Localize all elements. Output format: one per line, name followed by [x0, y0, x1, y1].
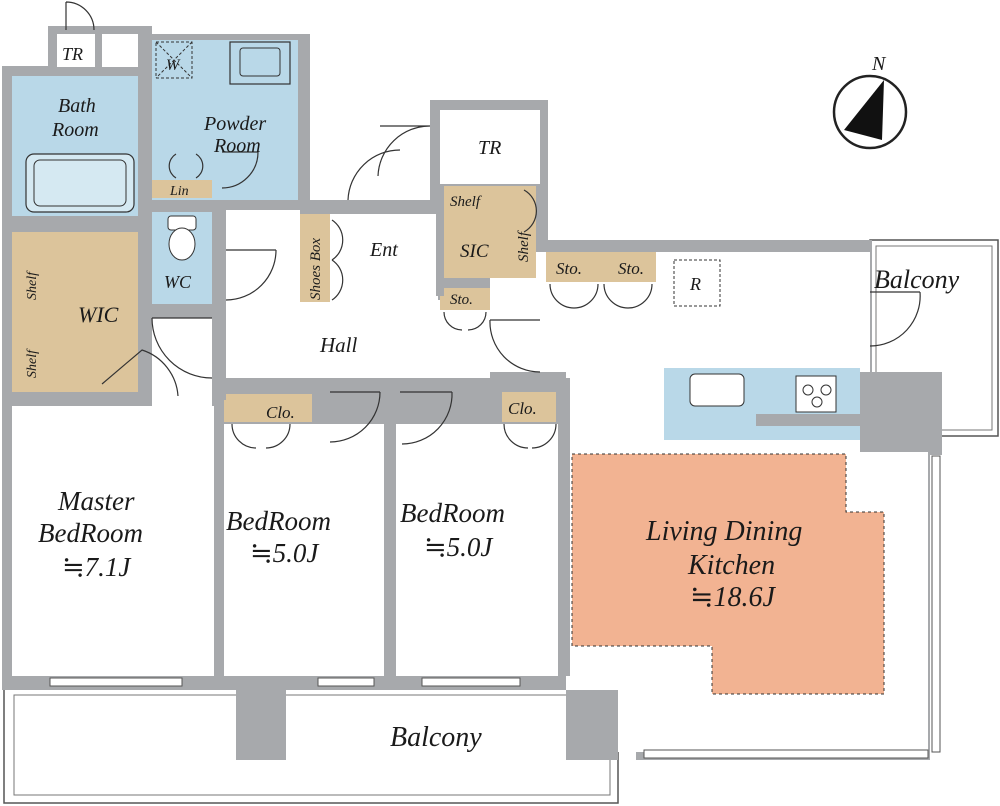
shoes-box — [300, 214, 330, 302]
label-powder-line2: Room — [213, 135, 261, 157]
windows — [49, 455, 941, 759]
north-compass-icon: N — [832, 53, 908, 150]
label-sto-3: Sto. — [450, 292, 473, 308]
label-ldk-size: ≒18.6J — [690, 582, 776, 613]
label-bath-line1: Bath — [58, 95, 96, 117]
label-refrigerator: R — [689, 274, 701, 294]
label-shoes-box: Shoes Box — [308, 238, 324, 300]
stove — [795, 375, 837, 413]
label-balcony-south: Balcony — [390, 722, 482, 753]
label-powder-line1: Powder — [203, 113, 266, 135]
refrigerator-space — [673, 259, 721, 307]
label-ent: Ent — [369, 239, 398, 261]
label-shelf-sic-top: Shelf — [450, 194, 482, 210]
label-balcony-east: Balcony — [874, 265, 960, 294]
label-master-size: ≒7.1J — [62, 552, 132, 582]
label-shelf-wic-2: Shelf — [25, 348, 40, 378]
label-clo-2: Clo. — [266, 403, 295, 422]
closet-3 — [502, 392, 556, 422]
compass-north-label: N — [871, 53, 887, 75]
partition-walls — [12, 34, 942, 760]
label-sic: SIC — [460, 241, 489, 262]
label-master-line2: BedRoom — [38, 518, 143, 548]
label-sto-1: Sto. — [556, 259, 582, 278]
label-bed2-size: ≒5.0J — [250, 538, 320, 568]
label-w: W — [166, 57, 181, 74]
washbasin — [229, 41, 291, 85]
label-clo-3: Clo. — [508, 399, 537, 418]
label-bed3-line1: BedRoom — [400, 498, 505, 528]
bathtub — [25, 153, 135, 213]
wic — [12, 232, 138, 392]
label-tr-right: TR — [478, 137, 501, 159]
sic — [442, 186, 536, 278]
linen — [152, 180, 212, 198]
label-bed2-line1: BedRoom — [226, 506, 331, 536]
label-hall: Hall — [319, 333, 358, 357]
label-bed3-size: ≒5.0J — [424, 532, 494, 562]
storage-areas — [12, 180, 656, 422]
closet-2 — [224, 394, 312, 422]
room-labels: TR W Bath Room Powder Room Lin WC Shelf … — [25, 44, 960, 753]
master-bedroom-floor — [12, 406, 214, 676]
label-shelf-wic-1: Shelf — [25, 270, 40, 300]
powder-room — [152, 40, 298, 200]
label-master-line1: Master — [57, 486, 135, 516]
sink — [689, 373, 745, 407]
label-wic: WIC — [78, 302, 119, 327]
label-shelf-sic-side: Shelf — [516, 230, 532, 262]
toilet — [167, 215, 197, 261]
bedroom-2-floor — [224, 424, 384, 676]
label-sto-2: Sto. — [618, 259, 644, 278]
label-tr-top: TR — [62, 44, 83, 64]
doors — [65, 1, 921, 449]
storage-small — [440, 288, 490, 310]
washer-space — [155, 41, 193, 79]
bedroom-3-floor — [396, 424, 558, 676]
label-bath-line2: Room — [51, 119, 99, 141]
south-balcony — [3, 687, 619, 804]
label-lin: Lin — [169, 184, 189, 199]
label-ldk-line1: Living Dining — [645, 516, 802, 547]
label-ldk-line2: Kitchen — [687, 550, 775, 581]
label-wc: WC — [164, 272, 192, 292]
living-dining-kitchen — [571, 453, 885, 695]
storage-pair — [546, 252, 656, 282]
